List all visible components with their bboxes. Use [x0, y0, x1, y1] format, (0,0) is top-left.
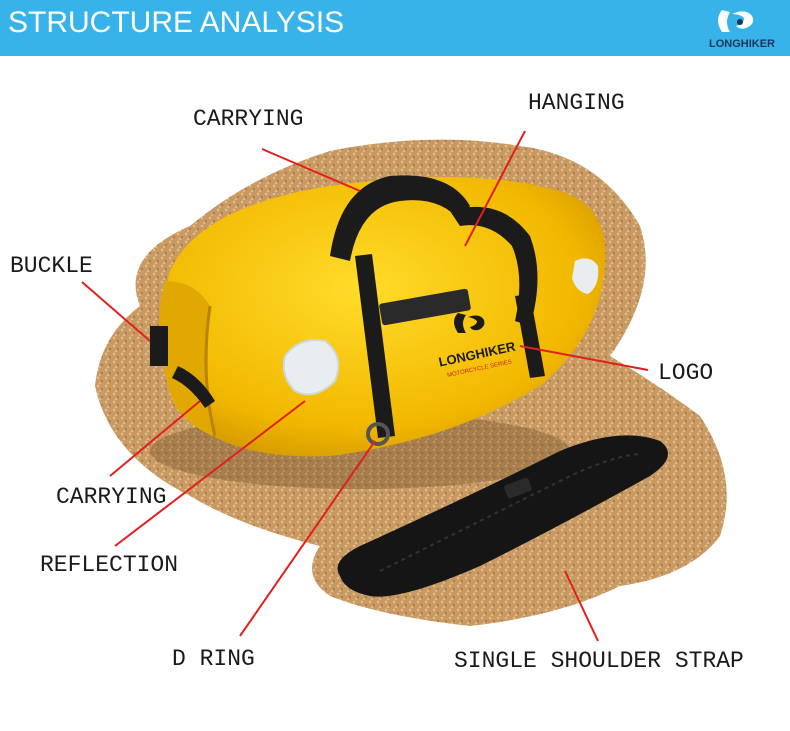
leader-d-ring	[239, 440, 376, 637]
d-ring	[366, 422, 390, 446]
leader-reflection	[114, 400, 306, 547]
product-illustration: LONGHIKER MOTORCYCLE SERIES	[81, 130, 727, 642]
carry-handle	[330, 175, 470, 261]
leader-carrying-side	[109, 400, 201, 477]
reflective-patch-far	[572, 258, 599, 294]
product-scene: LONGHIKER MOTORCYCLE SERIES CARRYING HAN…	[0, 56, 790, 726]
bag-logo	[454, 313, 485, 333]
strap-slider-buckle	[504, 477, 532, 499]
label-carrying-top: CARRYING	[193, 106, 304, 132]
label-reflection: REFLECTION	[40, 552, 179, 578]
label-buckle: BUCKLE	[10, 253, 93, 279]
header-banner: STRUCTURE ANALYSIS LONGHIKER	[0, 0, 790, 56]
page-title: STRUCTURE ANALYSIS	[8, 6, 345, 39]
hanging-strap	[450, 206, 538, 326]
leader-buckle	[81, 281, 151, 342]
label-logo: LOGO	[658, 360, 714, 386]
leader-hanging	[464, 130, 526, 247]
reflective-patch	[282, 339, 340, 396]
leader-logo	[519, 345, 649, 371]
leader-carrying-top	[261, 148, 361, 192]
cross-strap-left	[355, 254, 395, 438]
label-shoulder-strap: SINGLE SHOULDER STRAP	[454, 648, 744, 674]
label-carrying-side: CARRYING	[56, 484, 167, 510]
brand-name: LONGHIKER	[709, 38, 775, 50]
label-hanging: HANGING	[528, 90, 625, 116]
leader-shoulder-strap	[564, 570, 599, 642]
side-buckle	[150, 326, 168, 366]
side-carry-handle	[172, 366, 215, 408]
strap-buckle-plate	[379, 288, 471, 326]
leader-lines	[81, 130, 649, 642]
label-d-ring: D RING	[172, 646, 255, 672]
shoulder-strap	[337, 435, 668, 597]
cross-strap-right	[515, 294, 545, 378]
brand-logo-icon	[718, 10, 754, 32]
